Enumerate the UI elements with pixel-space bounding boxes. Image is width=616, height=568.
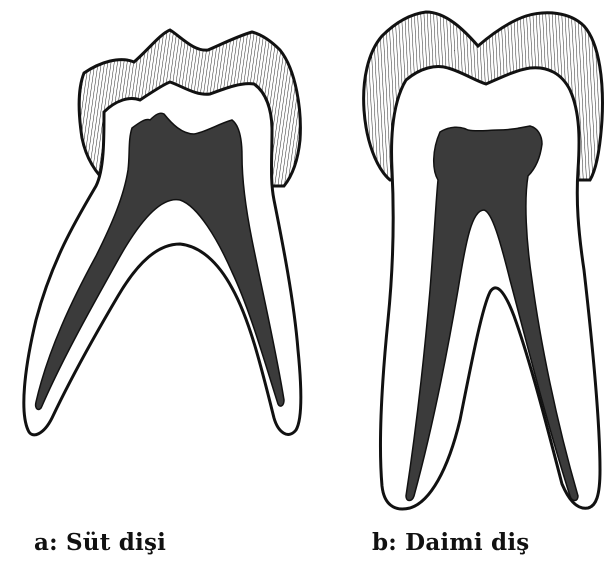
primary-tooth (24, 30, 301, 435)
permanent-tooth-caption: b: Daimi diş (372, 529, 529, 556)
permanent-tooth (364, 12, 603, 509)
primary-tooth-caption: a: Süt dişi (34, 529, 166, 556)
